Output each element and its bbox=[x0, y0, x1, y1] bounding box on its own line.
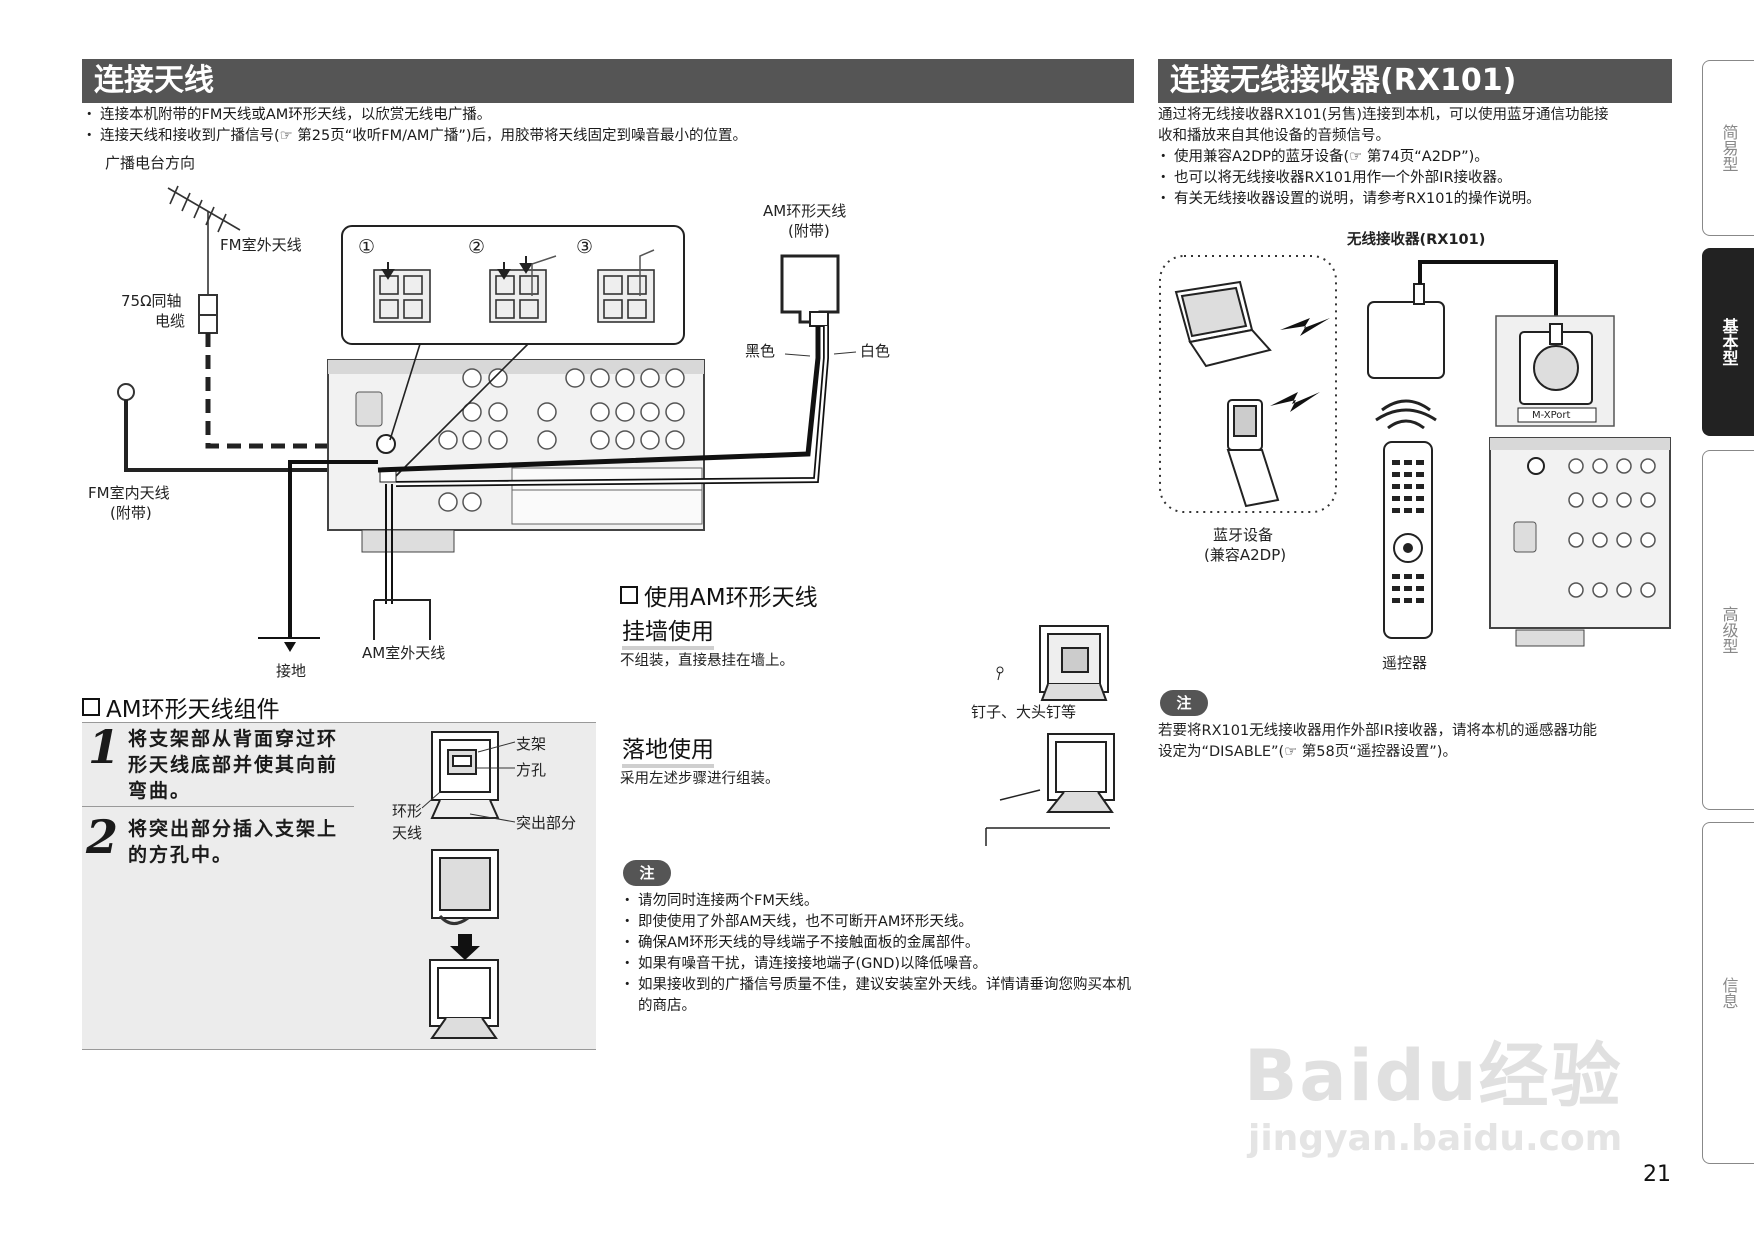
step-text-line: 的方孔中。 bbox=[128, 844, 234, 866]
label-step1: ① bbox=[358, 236, 376, 258]
tab-info[interactable]: 信息 bbox=[1702, 822, 1754, 1164]
checkbox-square-icon bbox=[82, 698, 100, 716]
intro-line: 收和播放来自其他设备的音频信号。 bbox=[1158, 128, 1390, 144]
step-text-1: 将支架部从背面穿过环 形天线底部并使其向前 弯曲。 bbox=[128, 726, 358, 804]
note-item: 请勿同时连接两个FM天线。 bbox=[620, 891, 1136, 912]
tab-advanced[interactable]: 高级型 bbox=[1702, 450, 1754, 810]
note-item: 即使使用了外部AM天线，也不可断开AM环形天线。 bbox=[620, 912, 1136, 933]
am-usage-heading-text: 使用AM环形天线 bbox=[644, 585, 818, 611]
label-white: 白色 bbox=[860, 342, 891, 360]
watermark-logo: Baidu经验 bbox=[1244, 1020, 1623, 1121]
label-square-hole: 方孔 bbox=[516, 761, 547, 779]
note-item: 如果接收到的广播信号质量不佳，建议安装室外天线。详情请垂询您购买本机的商店。 bbox=[620, 975, 1136, 1017]
label-ground: 接地 bbox=[276, 662, 307, 680]
step-text-2: 将突出部分插入支架上 的方孔中。 bbox=[128, 816, 358, 868]
step-number-2: 2 bbox=[86, 810, 119, 864]
section-title-text: 连接无线接收器(RX101) bbox=[1170, 63, 1517, 98]
label-remote: 遥控器 bbox=[1382, 654, 1428, 672]
watermark-line1: Baidu经验 bbox=[1244, 1035, 1623, 1117]
wireless-bullets: 使用兼容A2DP的蓝牙设备(☞ 第74页“A2DP”)。 也可以将无线接收器RX… bbox=[1156, 147, 1672, 210]
label-step3: ③ bbox=[576, 236, 594, 258]
floor-use-text: 采用左述步骤进行组装。 bbox=[620, 771, 780, 787]
tab-simple[interactable]: 简易型 bbox=[1702, 60, 1754, 236]
label-fm-indoor-line2: (附带) bbox=[110, 504, 152, 522]
label-fm-outdoor: FM室外天线 bbox=[220, 236, 302, 254]
label-bt-line2: (兼容A2DP) bbox=[1204, 546, 1287, 564]
label-black: 黑色 bbox=[745, 342, 776, 360]
tab-label: 简易型 bbox=[1719, 124, 1739, 172]
bullet-item: 也可以将无线接收器RX101用作一个外部IR接收器。 bbox=[1156, 168, 1672, 189]
label-loop-line2: 天线 bbox=[392, 824, 423, 842]
assembly-heading-text: AM环形天线组件 bbox=[106, 697, 280, 723]
floor-use-title: 落地使用 bbox=[622, 730, 714, 768]
label-step2: ② bbox=[468, 236, 486, 258]
step-text-line: 将支架部从背面穿过环 bbox=[128, 728, 339, 750]
page-number: 21 bbox=[1643, 1162, 1671, 1187]
note-line: 若要将RX101无线接收器用作外部IR接收器，请将本机的遥感器功能 bbox=[1158, 723, 1598, 739]
bullet-item: 有关无线接收器设置的说明，请参考RX101的操作说明。 bbox=[1156, 189, 1672, 210]
assembly-heading: AM环形天线组件 bbox=[82, 690, 280, 724]
label-broadcast-direction: 广播电台方向 bbox=[105, 154, 196, 172]
assembly-steps-panel bbox=[82, 722, 596, 1050]
label-am-loop-line2: (附带) bbox=[788, 222, 830, 240]
note-badge-right: 注 bbox=[1160, 690, 1208, 716]
label-tab: 突出部分 bbox=[516, 814, 577, 832]
bullet-item: 连接本机附带的FM天线或AM环形天线，以欣赏无线电广播。 bbox=[82, 105, 1124, 126]
tab-basic[interactable]: 基本型 bbox=[1702, 248, 1754, 436]
watermark-url: jingyan.baidu.com bbox=[1248, 1118, 1622, 1159]
step-divider bbox=[82, 806, 354, 807]
note-item: 如果有噪音干扰，请连接接地端子(GND)以降低噪音。 bbox=[620, 954, 1136, 975]
note-line: 设定为“DISABLE”(☞ 第58页“遥控器设置”)。 bbox=[1158, 744, 1457, 760]
label-fm-indoor-line1: FM室内天线 bbox=[88, 484, 170, 502]
step-text-line: 将突出部分插入支架上 bbox=[128, 818, 339, 840]
label-coax-line2: 电缆 bbox=[155, 312, 186, 330]
step-text-line: 形天线底部并使其向前 bbox=[128, 754, 339, 776]
label-nails: 钉子、大头钉等 bbox=[971, 703, 1077, 721]
am-usage-heading: 使用AM环形天线 bbox=[620, 578, 818, 612]
antenna-bullets: 连接本机附带的FM天线或AM环形天线，以欣赏无线电广播。 连接天线和接收到广播信… bbox=[82, 105, 1124, 147]
label-loop-line1: 环形 bbox=[392, 802, 423, 820]
checkbox-square-icon bbox=[620, 586, 638, 604]
label-am-outdoor: AM室外天线 bbox=[362, 644, 446, 662]
step-text-line: 弯曲。 bbox=[128, 780, 192, 802]
label-am-loop-line1: AM环形天线 bbox=[763, 202, 847, 220]
section-title-wireless: 连接无线接收器(RX101) bbox=[1158, 59, 1672, 103]
note-item: 确保AM环形天线的导线端子不接触面板的金属部件。 bbox=[620, 933, 1136, 954]
note-badge-left: 注 bbox=[623, 860, 671, 886]
tab-label: 基本型 bbox=[1719, 318, 1739, 366]
wireless-note: 若要将RX101无线接收器用作外部IR接收器，请将本机的遥感器功能 设定为“DI… bbox=[1158, 721, 1672, 763]
tab-label: 信息 bbox=[1719, 977, 1739, 1009]
intro-line: 通过将无线接收器RX101(另售)连接到本机，可以使用蓝牙通信功能接 bbox=[1158, 107, 1609, 123]
label-coax-line1: 75Ω同轴 bbox=[121, 292, 182, 310]
label-mxport: M-XPort bbox=[1532, 410, 1571, 421]
label-receiver: 无线接收器(RX101) bbox=[1347, 232, 1486, 248]
bullet-item: 使用兼容A2DP的蓝牙设备(☞ 第74页“A2DP”)。 bbox=[1156, 147, 1672, 168]
wall-use-text: 不组装，直接悬挂在墙上。 bbox=[620, 653, 794, 669]
step-number-1: 1 bbox=[88, 720, 121, 774]
label-bracket: 支架 bbox=[516, 735, 547, 753]
bullet-item: 连接天线和接收到广播信号(☞ 第25页“收听FM/AM广播”)后，用胶带将天线固… bbox=[82, 126, 1124, 147]
wall-use-title: 挂墙使用 bbox=[622, 612, 714, 650]
wireless-intro: 通过将无线接收器RX101(另售)连接到本机，可以使用蓝牙通信功能接 收和播放来… bbox=[1158, 105, 1672, 147]
watermark-line2: jingyan.baidu.com bbox=[1248, 1118, 1623, 1159]
section-title-antenna: 连接天线 bbox=[82, 59, 1134, 103]
section-title-text: 连接天线 bbox=[94, 63, 214, 98]
notes-list: 请勿同时连接两个FM天线。 即使使用了外部AM天线，也不可断开AM环形天线。 确… bbox=[620, 891, 1136, 1017]
label-bt-line1: 蓝牙设备 bbox=[1213, 526, 1274, 544]
tab-label: 高级型 bbox=[1719, 606, 1739, 654]
